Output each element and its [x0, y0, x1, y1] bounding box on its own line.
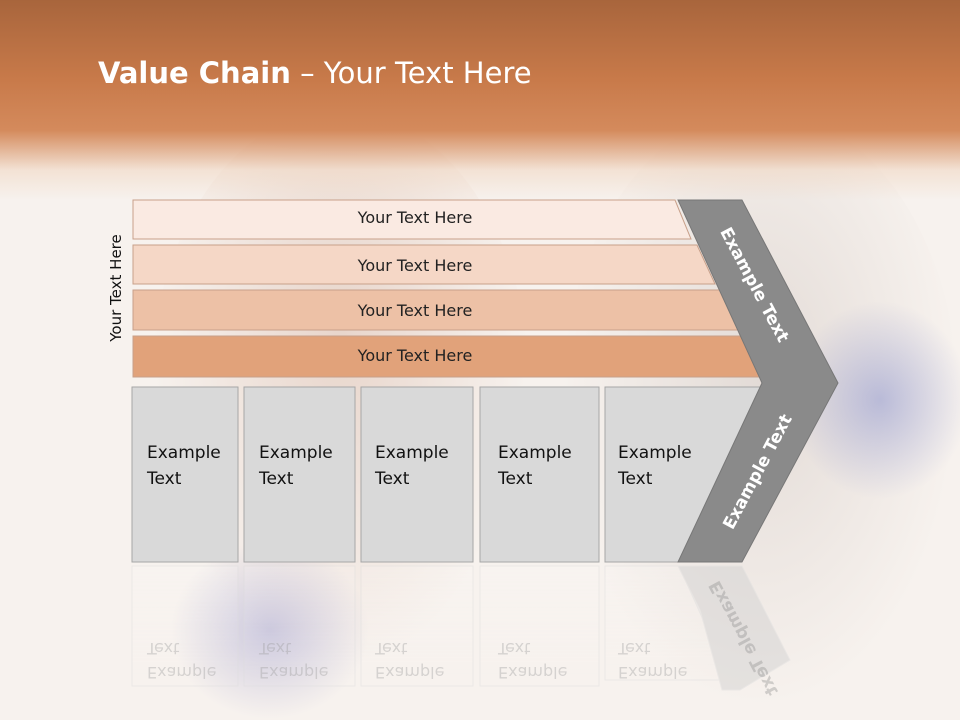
band-1 — [132, 199, 692, 240]
band-label-3: Your Text Here — [357, 301, 473, 320]
chevron-arrow — [677, 199, 839, 563]
band-label-2: Your Text Here — [357, 256, 473, 275]
reflection-text-3-line2: Text — [375, 639, 408, 658]
activity-text-5-line1: Example — [618, 443, 692, 463]
activity-text-4-line2: Text — [498, 469, 533, 489]
reflection-box-5 — [604, 565, 731, 681]
activity-text-1: Example Text — [147, 440, 221, 492]
activity-text-4: Example Text — [498, 440, 572, 492]
reflection-box-2 — [243, 565, 356, 687]
reflection-text-5-line1: Example — [618, 663, 688, 682]
header-bar — [0, 0, 960, 200]
activity-text-3: Example Text — [375, 440, 449, 492]
reflection-text-1-line2: Text — [147, 639, 180, 658]
activity-text-2-line2: Text — [259, 469, 294, 489]
activity-text-4-line1: Example — [498, 443, 572, 463]
reflection-box-3 — [360, 565, 474, 687]
reflection-text-5-line2: Text — [618, 639, 651, 658]
reflection-text-2-line1: Example — [259, 663, 329, 682]
title-bold: Value Chain — [98, 56, 291, 90]
reflection-box-4 — [479, 565, 600, 687]
activity-text-1-line2: Text — [147, 469, 182, 489]
activity-text-1-line1: Example — [147, 443, 221, 463]
activity-box-1 — [131, 386, 239, 563]
reflection-text-5: Example Text — [618, 636, 687, 684]
band-label-4: Your Text Here — [357, 346, 473, 365]
reflection-chevron — [677, 565, 791, 691]
reflection-text-2: Example Text — [259, 636, 328, 684]
reflection-text-1-line1: Example — [147, 663, 217, 682]
reflection-text-4-line1: Example — [498, 663, 568, 682]
page-title: Value Chain – Your Text Here — [98, 56, 532, 90]
activity-box-4 — [479, 386, 600, 563]
reflection-text-3-line1: Example — [375, 663, 445, 682]
band-label-1: Your Text Here — [357, 208, 473, 227]
activity-text-3-line2: Text — [375, 469, 410, 489]
activity-text-3-line1: Example — [375, 443, 449, 463]
reflection-box-1 — [131, 565, 239, 687]
activity-text-5-line2: Text — [618, 469, 653, 489]
activity-box-2 — [243, 386, 356, 563]
band-2 — [132, 244, 716, 285]
reflection-text-4-line2: Text — [498, 639, 531, 658]
reflection-text-1: Example Text — [147, 636, 216, 684]
title-rest: – Your Text Here — [290, 56, 532, 90]
activity-text-5: Example Text — [618, 440, 692, 492]
reflection-text-4: Example Text — [498, 636, 567, 684]
activity-text-2-line1: Example — [259, 443, 333, 463]
activity-box-3 — [360, 386, 474, 563]
activity-text-2: Example Text — [259, 440, 333, 492]
reflection-text-2-line2: Text — [259, 639, 292, 658]
reflection-text-3: Example Text — [375, 636, 444, 684]
reflection — [131, 565, 791, 691]
